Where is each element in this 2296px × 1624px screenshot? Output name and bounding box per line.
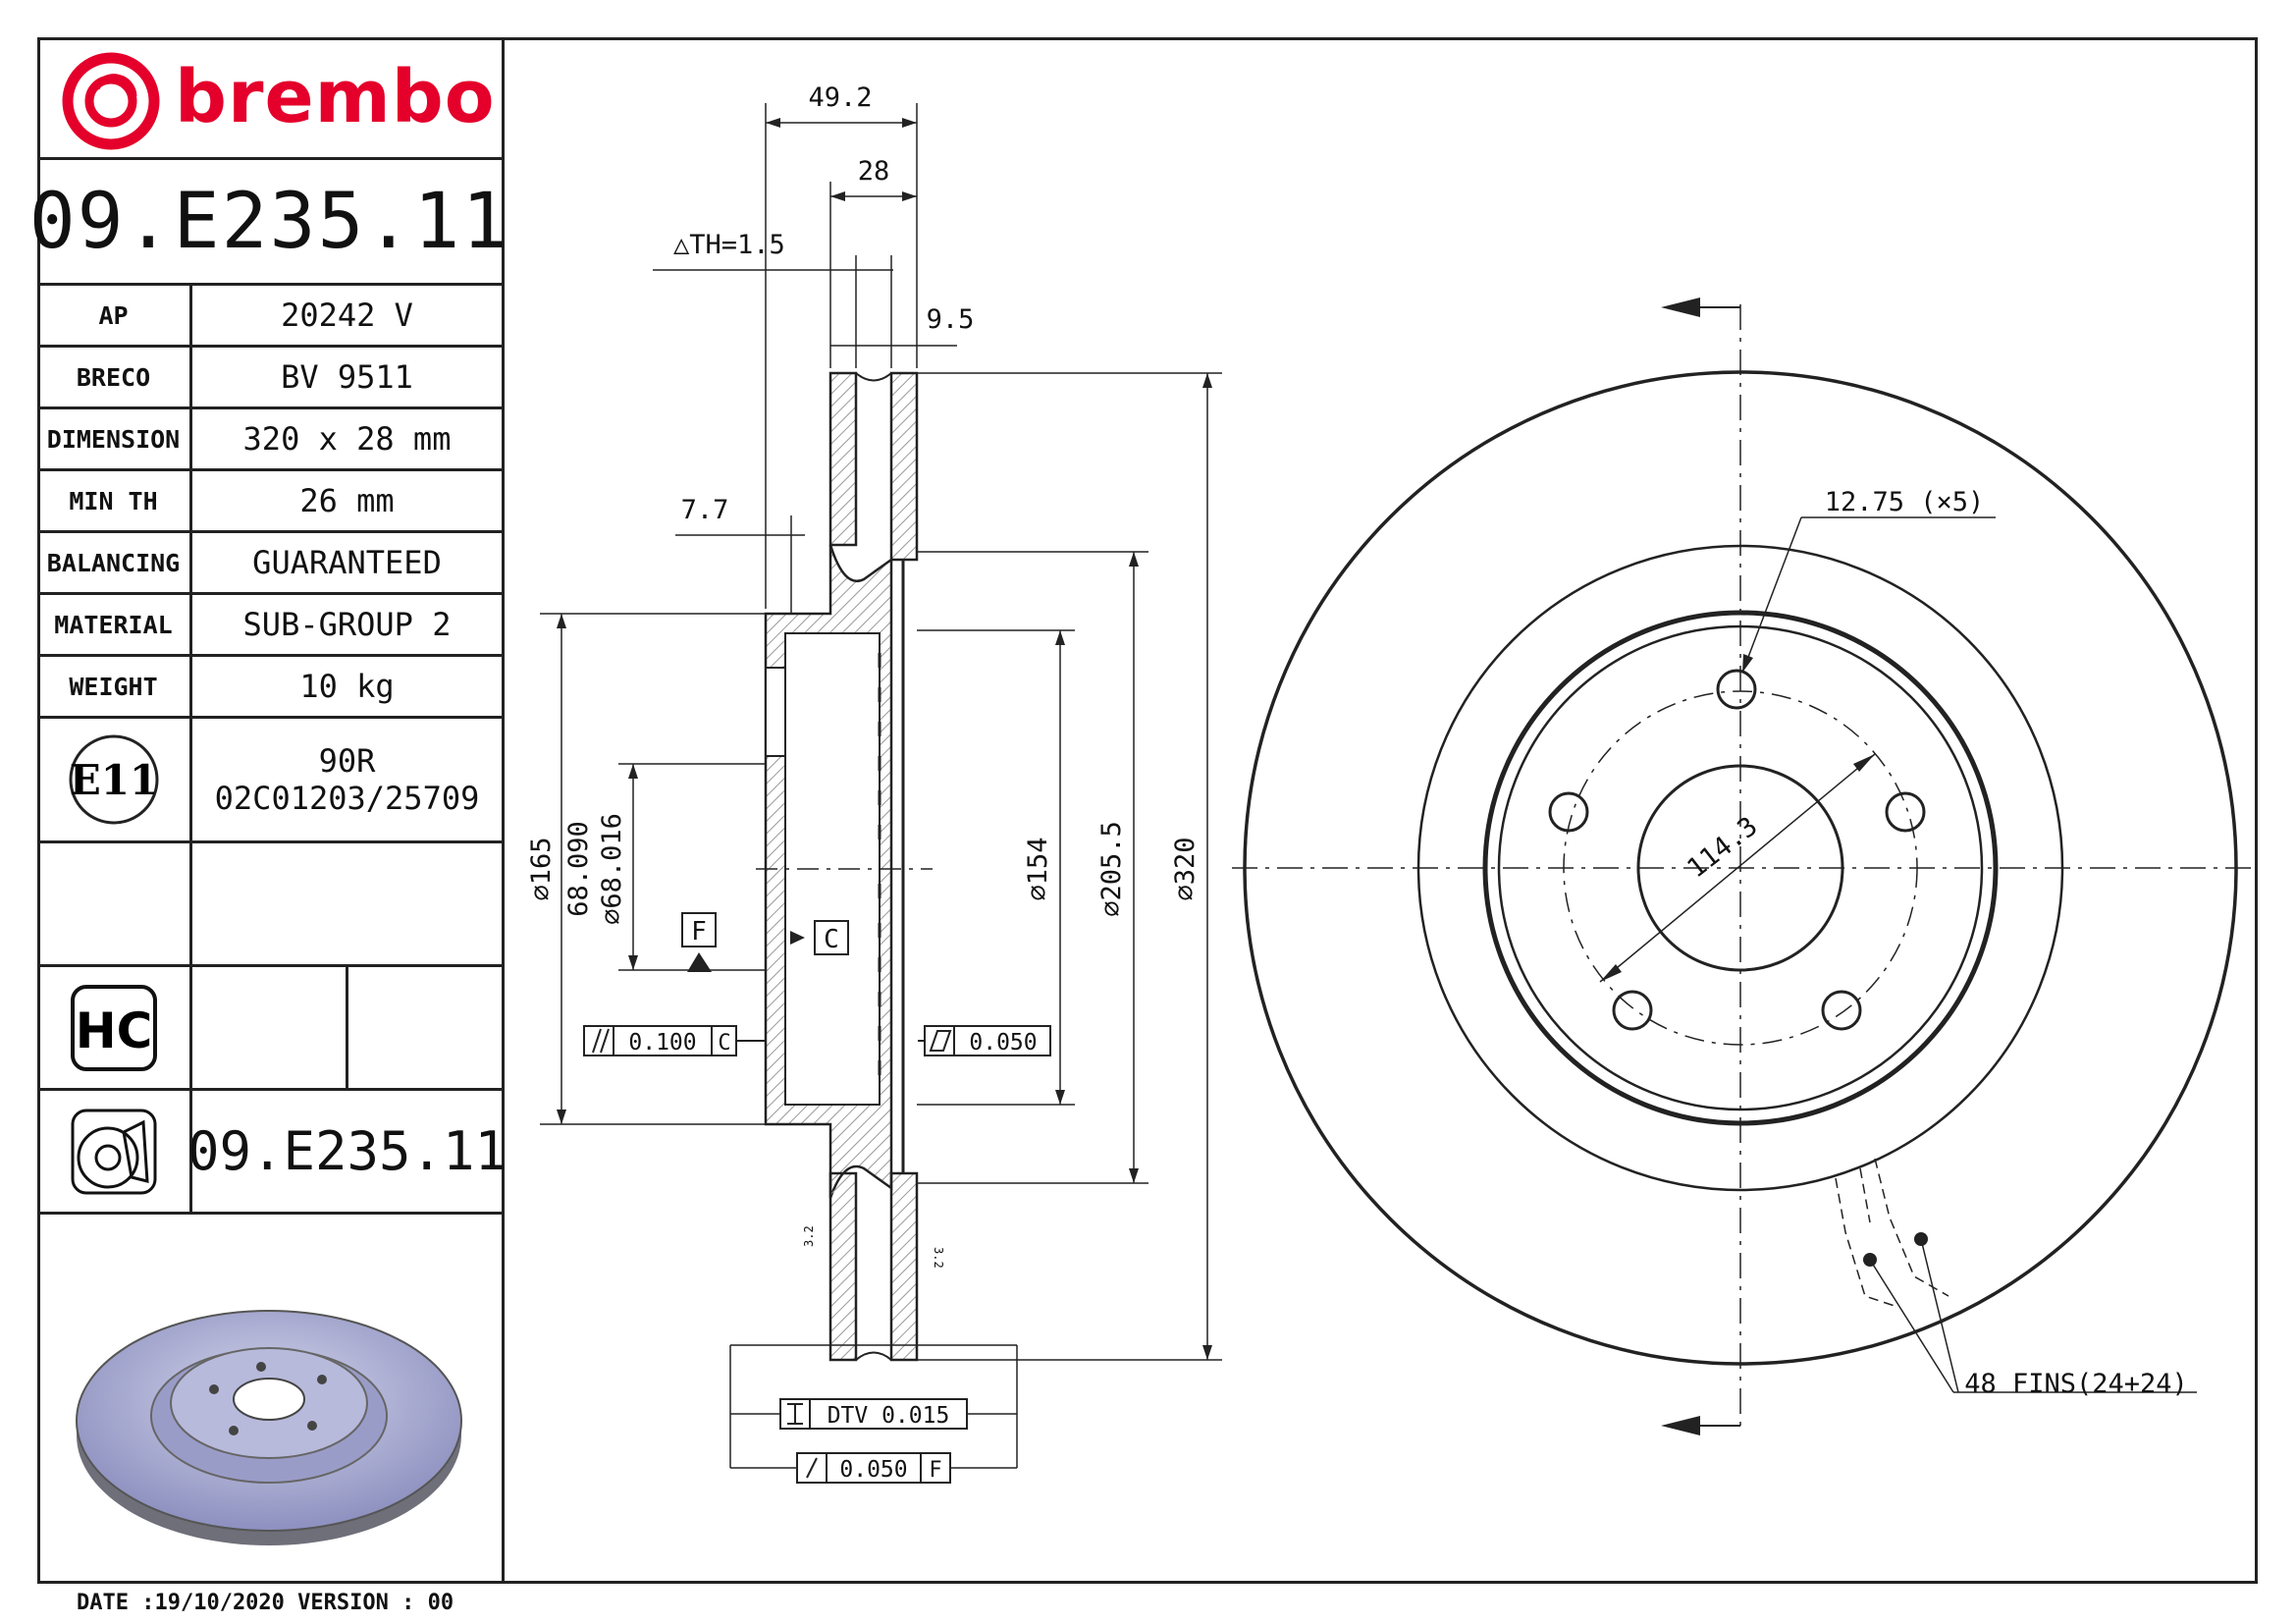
runout-frame: 0.050 F	[796, 1452, 951, 1484]
flat-tol: 0.050	[969, 1030, 1037, 1056]
runout-ref: F	[929, 1458, 941, 1483]
spec-row: WEIGHT 10 kg	[37, 657, 502, 719]
parallel-tol: 0.100	[628, 1030, 696, 1056]
spec-row: DIMENSION 320 x 28 mm	[37, 409, 502, 471]
spec-label: AP	[37, 286, 192, 345]
dim-bolt-circle: 114.3	[1682, 811, 1763, 884]
spec-label: DIMENSION	[37, 409, 192, 468]
spec-row: BRECO BV 9511	[37, 348, 502, 409]
roughness-left: 3.2	[802, 1225, 816, 1247]
spec-label: MIN TH	[37, 471, 192, 530]
datum-c-label: C	[824, 925, 839, 954]
spec-row: BALANCING GUARANTEED	[37, 533, 502, 595]
spec-label: BALANCING	[37, 533, 192, 592]
dim-d68-016: ⌀68.016	[597, 813, 627, 925]
approval-line1: 90R	[318, 742, 376, 780]
datum-f: F	[681, 912, 717, 947]
approval-mark: E11	[69, 756, 157, 804]
spec-value: BV 9511	[281, 358, 413, 396]
brembo-symbol-icon	[62, 52, 160, 150]
approval-mark-cell: E11	[37, 719, 192, 840]
disc-3d-image	[76, 1310, 462, 1545]
spec-label: BRECO	[37, 348, 192, 406]
hc-mark-cell: HC	[37, 967, 192, 1088]
spec-value: 10 kg	[299, 668, 395, 705]
disc-render	[37, 1215, 502, 1581]
brake-disc-icon	[71, 1109, 156, 1194]
spec-label: WEIGHT	[37, 657, 192, 716]
spec-value: 320 x 28 mm	[242, 420, 452, 458]
dim-d320: ⌀320	[1170, 837, 1201, 900]
title-block: brembo 09.E235.11 AP 20242 V BRECO BV 95…	[29, 37, 507, 1584]
section-dimensions	[540, 103, 1222, 1469]
dim-d165: ⌀165	[526, 837, 557, 900]
spec-label: MATERIAL	[37, 595, 192, 654]
dim-d68-090: 68.090	[563, 821, 594, 917]
disc-part-number: 09.E235.11	[187, 1120, 507, 1182]
parallelism-tolerance-frame: 0.100 C	[583, 1025, 766, 1056]
spec-value: SUB-GROUP 2	[242, 606, 452, 643]
hc-mark: HC	[75, 1002, 152, 1059]
spec-value: GUARANTEED	[252, 544, 442, 581]
brand-name: brembo	[175, 55, 496, 139]
dtv-frame: DTV 0.015	[779, 1398, 968, 1430]
hc-certification-icon: HC	[70, 984, 157, 1071]
roughness-right: 3.2	[932, 1247, 945, 1269]
dim-face: 9.5	[927, 304, 975, 335]
disc-cross-section	[756, 371, 933, 1362]
disc-icon-row: 09.E235.11	[37, 1091, 507, 1215]
approval-row: E11 90R 02C01203/25709	[37, 719, 502, 843]
datum-c: C	[814, 920, 849, 955]
drawing-frame	[37, 37, 2258, 1584]
dim-overall-height: 49.2	[808, 82, 872, 113]
footer-date-version: DATE :19/10/2020 VERSION : 00	[77, 1591, 454, 1615]
dim-delta-th: △TH=1.5	[673, 230, 785, 260]
dim-d154: ⌀154	[1023, 837, 1053, 900]
spec-value: 20242 V	[281, 297, 413, 334]
technical-drawing: 49.2 28 △TH=1.5 9.5 7.7 ⌀165 68.090 ⌀68.…	[526, 82, 2253, 1484]
spec-row: AP 20242 V	[37, 286, 502, 348]
dim-thickness: 28	[858, 156, 890, 187]
hc-row: HC	[37, 967, 502, 1091]
part-number: 09.E235.11	[29, 160, 507, 286]
spec-row: MATERIAL SUB-GROUP 2	[37, 595, 502, 657]
dim-fins: 48 FINS(24+24)	[1964, 1369, 2188, 1399]
dim-hat: 7.7	[681, 495, 729, 525]
approval-line2: 02C01203/25709	[214, 780, 480, 817]
dim-bolt-holes: 12.75 (×5)	[1825, 487, 1985, 517]
dtv-tol: DTV 0.015	[828, 1403, 950, 1429]
flatness-tolerance-frame: 0.050	[918, 1025, 1051, 1056]
spec-row: MIN TH 26 mm	[37, 471, 502, 533]
disc-front-view	[1232, 298, 2253, 1435]
spec-value: 26 mm	[299, 482, 395, 519]
dim-d205-5: ⌀205.5	[1096, 821, 1127, 917]
parallel-ref: C	[718, 1031, 730, 1056]
empty-row	[37, 843, 502, 967]
brand-logo: brembo	[37, 37, 502, 160]
disc-icon-cell	[37, 1091, 192, 1212]
runout-tol: 0.050	[839, 1457, 907, 1483]
e11-approval-icon: E11	[69, 734, 158, 825]
datum-f-label: F	[691, 917, 707, 947]
